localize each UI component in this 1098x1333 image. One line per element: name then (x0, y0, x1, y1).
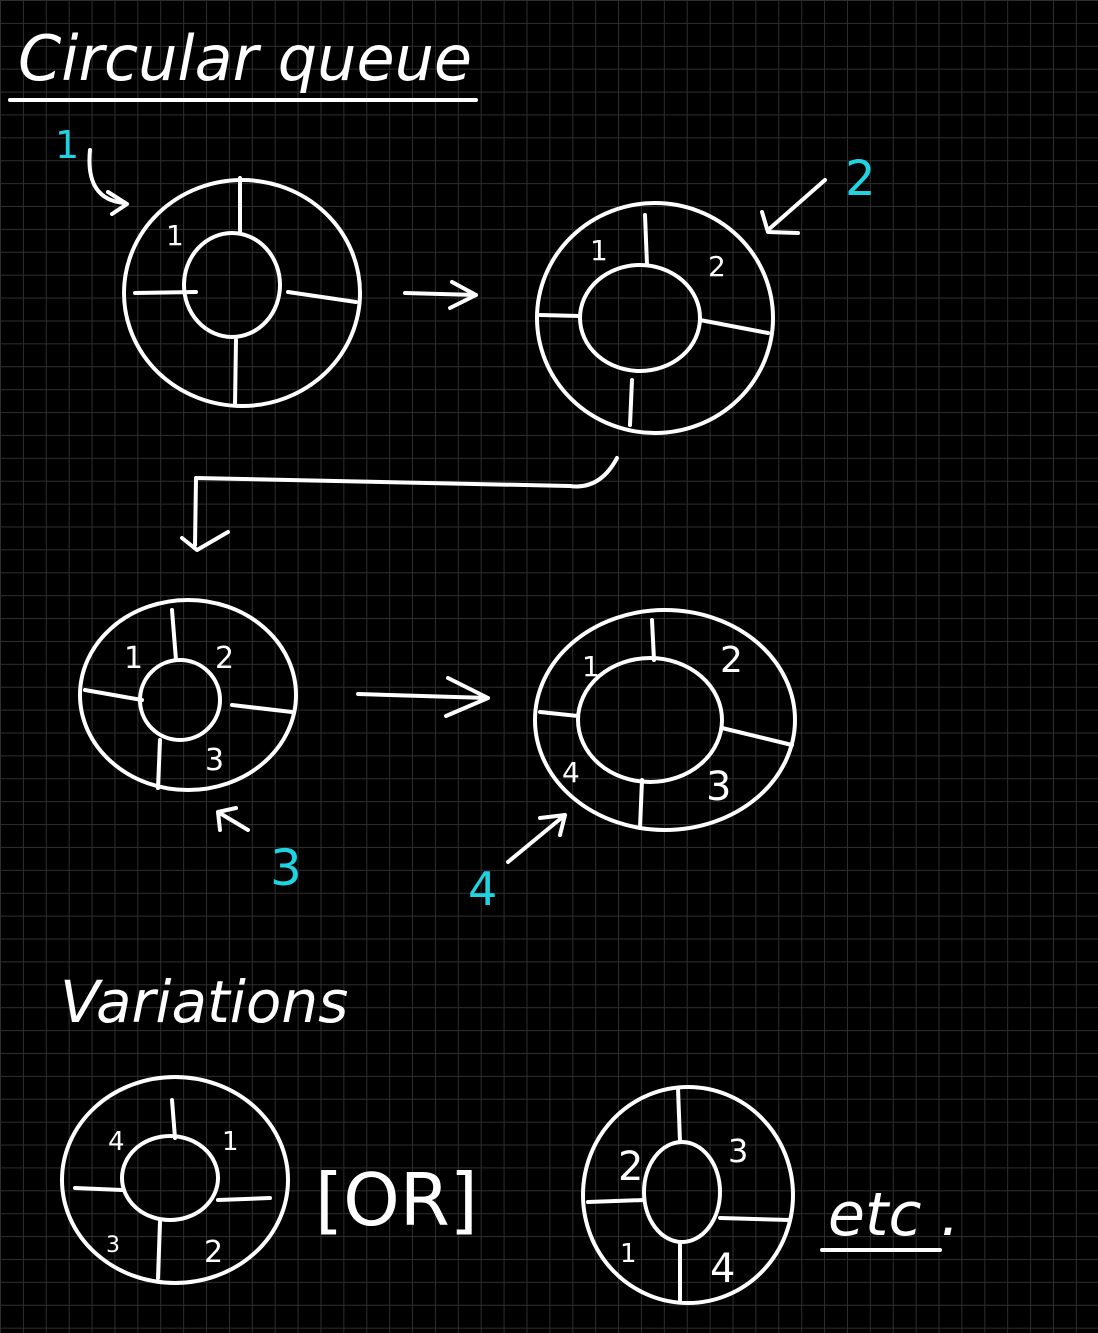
variation-a-slot-bottom-right: 2 (204, 1235, 223, 1270)
queue-ring-step-2: 1 2 (535, 201, 775, 435)
step-number-4: 4 (468, 862, 497, 916)
step-2-arrow (760, 178, 827, 235)
step-number-2: 2 (845, 151, 876, 207)
queue-ring-step-4: 1 2 3 4 (533, 608, 797, 832)
variation-ring-a: 4 1 2 3 (60, 1075, 290, 1285)
ring-3-slot-bottom-right: 3 (205, 743, 224, 778)
page-title: Circular queue (18, 22, 472, 95)
queue-ring-step-1: 1 (122, 176, 362, 408)
variation-a-slot-top-left: 4 (108, 1127, 125, 1157)
queue-ring-step-3: 1 2 3 (78, 598, 298, 792)
ring-3-slot-top-left: 1 (124, 641, 143, 676)
etc-label: etc . (828, 1180, 960, 1250)
ring-4-slot-bottom-right: 3 (706, 764, 731, 810)
step-number-1: 1 (55, 123, 79, 167)
ring-4-slot-top-right: 2 (720, 640, 743, 681)
step-3-arrow (216, 806, 250, 832)
ring-4-slot-top-left: 1 (582, 650, 600, 683)
variation-b-slot-top-right: 3 (728, 1132, 748, 1170)
step-1-arrow (87, 148, 129, 216)
variation-a-slot-bottom-left: 3 (106, 1233, 120, 1258)
variation-b-slot-bottom-left: 1 (620, 1239, 637, 1269)
variations-heading: Variations (60, 968, 348, 1036)
ring-4-slot-bottom-left: 4 (562, 756, 580, 789)
ring-2-slot-top-right: 2 (708, 250, 726, 283)
variation-b-slot-top-left: 2 (618, 1144, 643, 1190)
ring-2-slot-top-left: 1 (590, 234, 608, 267)
arrow-3-to-4 (356, 676, 490, 718)
ring-1-slot-top-left: 1 (166, 219, 184, 252)
variation-b-slot-bottom-right: 4 (710, 1246, 735, 1292)
arrow-2-to-3 (180, 456, 619, 552)
step-number-3: 3 (270, 839, 302, 897)
arrow-1-to-2 (403, 280, 478, 310)
variation-ring-b: 2 3 4 1 (581, 1085, 795, 1305)
variation-a-slot-top-right: 1 (222, 1127, 239, 1157)
ring-3-slot-top-right: 2 (215, 641, 234, 676)
or-label: [OR] (315, 1158, 478, 1242)
step-4-arrow (506, 813, 567, 864)
